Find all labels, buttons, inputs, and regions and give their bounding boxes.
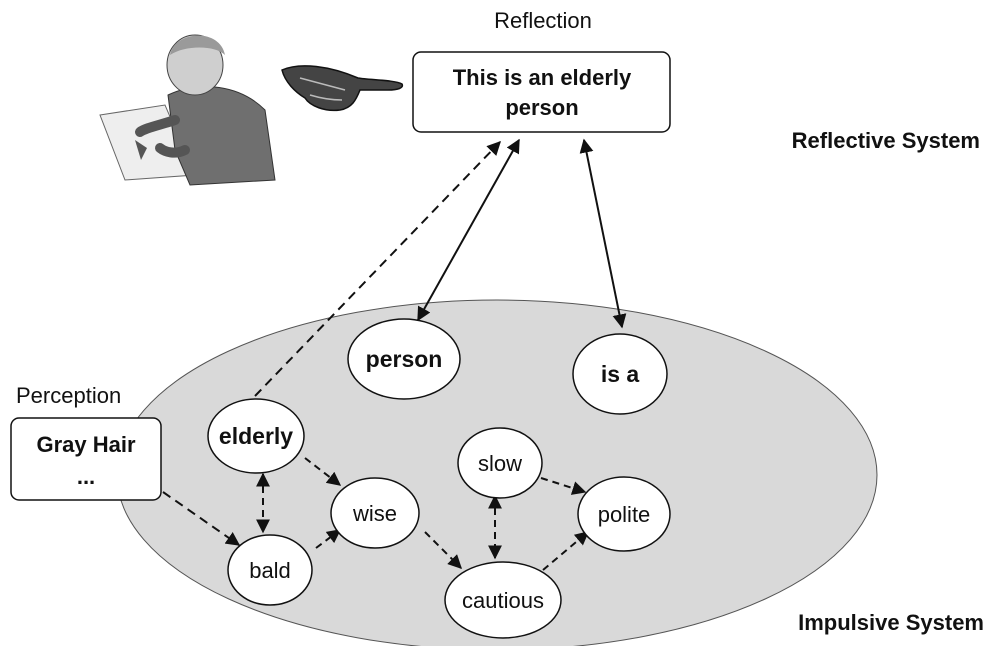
node-cautious [444,561,562,639]
edge-reflection-person [417,138,520,322]
elderly-person-illustration [99,34,276,186]
node-is-a-label: is a [601,361,640,387]
node-cautious-label: cautious [462,588,544,613]
reflective-system-label: Reflective System [792,128,980,153]
node-wise [330,477,420,549]
node-wise-label: wise [352,501,397,526]
edge-cautious-polite [542,531,590,571]
reflection-box [412,51,671,133]
perception-box-line2: ... [77,464,95,489]
node-is-a [572,333,668,415]
reflection-label: Reflection [494,8,592,33]
perception-box-line1: Gray Hair [36,432,135,457]
edge-reflection-is-a [579,138,627,329]
edge-elderly-wise [304,457,342,486]
edge-perception-bald [162,491,241,546]
node-elderly-label: elderly [219,423,293,449]
reflection-box-line1: This is an elderly [453,65,632,90]
impulsive-system-label: Impulsive System [798,610,984,635]
node-polite [577,476,671,552]
node-person [347,318,461,400]
edge-slow-polite [540,477,587,495]
pointing-hand-icon [281,65,404,112]
node-bald-label: bald [249,558,291,583]
node-polite-label: polite [598,502,651,527]
edge-bald-wise [315,529,342,549]
edge-wise-cautious [424,531,462,569]
perception-label: Perception [16,383,121,408]
reflection-box-line2: person [505,95,578,120]
node-bald [227,534,313,606]
node-slow [457,427,543,499]
node-slow-label: slow [478,451,522,476]
perception-box [10,417,162,501]
node-elderly [207,398,305,474]
node-person-label: person [366,346,443,372]
